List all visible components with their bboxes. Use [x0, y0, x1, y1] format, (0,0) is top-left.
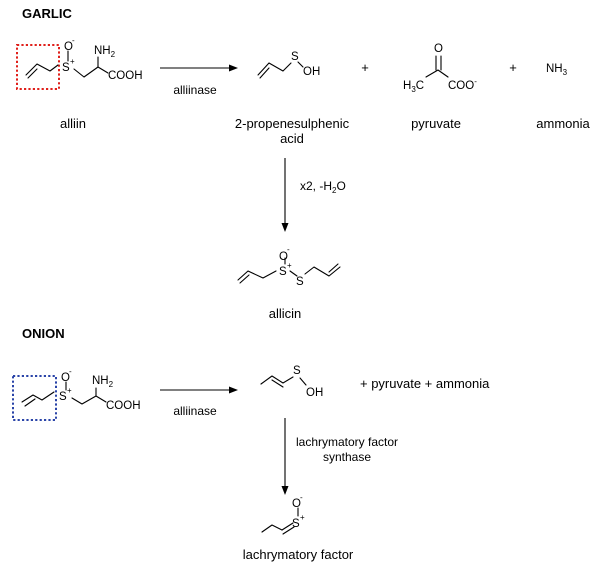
acid-name-line1: 2-propenesulphenic	[235, 116, 350, 131]
onion-s-charge: +	[67, 386, 72, 395]
allicin-s1-atom: S	[279, 266, 287, 278]
pyruvate-name: pyruvate	[411, 116, 461, 131]
plus-sign-1: +	[361, 60, 369, 75]
alliin-o-charge: -	[72, 36, 75, 45]
onion-alliinase-arrow	[160, 386, 238, 394]
onion-nh2: NH2	[92, 375, 114, 389]
onion-acid-structure: S OH	[260, 365, 323, 399]
alliin-highlight-box	[16, 44, 60, 90]
alliin-o-atom: O	[64, 41, 73, 53]
onion-byproducts: + pyruvate + ammonia	[360, 376, 490, 391]
onion-enzyme-label: alliinase	[173, 404, 217, 418]
pyruvate-o-atom: O	[434, 43, 443, 55]
pyruvate-h3c: H3C	[403, 80, 424, 94]
onion-precursor-structure: S + O - NH2 COOH	[12, 367, 141, 421]
lf-s-atom: S	[292, 518, 300, 530]
alliin-s-charge: +	[70, 57, 75, 66]
onion-highlight-box	[12, 375, 57, 421]
alliin-cooh: COOH	[108, 70, 143, 82]
garlic-header: GARLIC	[22, 6, 72, 21]
garlic-enzyme-label: alliinase	[173, 83, 217, 97]
allicin-s1-charge: +	[287, 261, 292, 270]
lachrymatory-factor-structure: O - S +	[261, 493, 305, 535]
onion-header: ONION	[22, 326, 65, 341]
alliin-nh2: NH2	[94, 45, 116, 59]
onion-o-charge: -	[69, 367, 72, 376]
garlic-alliinase-arrow	[160, 64, 238, 72]
onion-o-atom: O	[61, 372, 70, 384]
onion-acid-s-atom: S	[293, 365, 301, 377]
alliin-structure: S + O - NH2 COOH	[16, 36, 143, 90]
acid-name-line2: acid	[280, 131, 304, 146]
allicin-o-atom: O	[279, 251, 288, 263]
ammonia-name: ammonia	[536, 116, 590, 131]
pyruvate-coo: COO-	[448, 77, 477, 92]
onion-cooh: COOH	[106, 400, 141, 412]
pyruvate-structure: O H3C COO-	[403, 43, 477, 94]
allicin-o-charge: -	[287, 245, 290, 254]
ammonia-formula: NH3	[546, 63, 568, 77]
allicin-name: allicin	[269, 306, 302, 321]
lf-synthase-line1: lachrymatory factor	[296, 435, 398, 449]
lf-synthase-line2: synthase	[323, 450, 371, 464]
allicin-structure: O - S + S	[237, 245, 341, 288]
plus-sign-2: +	[509, 60, 517, 75]
lf-s-charge: +	[300, 513, 305, 522]
lf-synthase-arrow	[281, 418, 289, 495]
condensation-label: x2, -H2O	[300, 179, 346, 195]
onion-s-atom: S	[59, 391, 67, 403]
alliin-s-atom: S	[62, 62, 70, 74]
lf-o-atom: O	[292, 498, 301, 510]
allicin-s2-atom: S	[296, 276, 304, 288]
acid-oh: OH	[303, 66, 320, 78]
propenesulphenic-acid-structure: S OH	[257, 51, 320, 79]
lf-o-charge: -	[300, 493, 303, 502]
garlic-condensation-arrow	[281, 158, 289, 232]
lf-name: lachrymatory factor	[243, 547, 354, 562]
acid-s-atom: S	[291, 51, 299, 63]
onion-acid-oh: OH	[306, 387, 323, 399]
alliin-name: alliin	[60, 116, 86, 131]
